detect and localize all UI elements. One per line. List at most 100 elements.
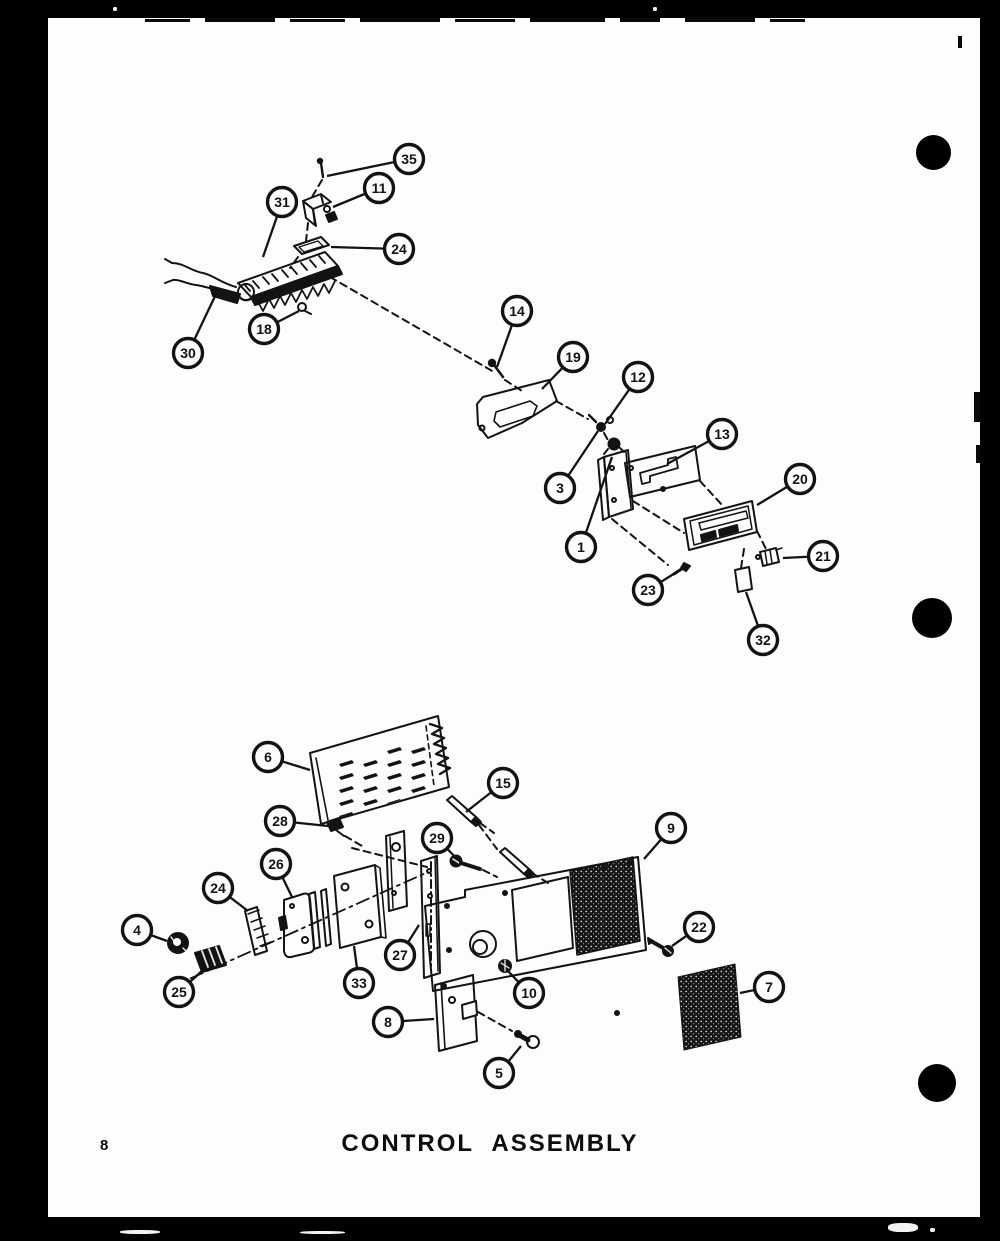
- callout-balloon: [752, 970, 786, 1004]
- callout-14: 14: [495, 294, 534, 368]
- callout-20: 20: [756, 462, 817, 506]
- punch-hole: [916, 135, 951, 170]
- callout-number: 30: [180, 345, 196, 361]
- callout-number: 27: [392, 947, 408, 963]
- callout-balloon: [682, 910, 716, 944]
- callout-19: 19: [541, 340, 590, 390]
- callout-number: 5: [495, 1065, 503, 1081]
- callout-21: 21: [782, 539, 840, 573]
- part-knob-4: [167, 932, 189, 954]
- part-screw-and-washer: [587, 413, 614, 432]
- callout-balloon: [383, 938, 417, 972]
- scan-artifact: [958, 36, 962, 48]
- callout-number: 28: [272, 813, 288, 829]
- callout-24: 24: [201, 871, 249, 912]
- callout-balloon: [654, 811, 688, 845]
- callout-number: 22: [691, 919, 707, 935]
- callout-balloon: [486, 766, 520, 800]
- scan-artifact: [120, 1230, 160, 1234]
- callout-5: 5: [482, 1045, 522, 1090]
- callout-10: 10: [506, 969, 546, 1010]
- part-knurled-nut-25: [194, 945, 227, 973]
- callout-balloon: [120, 913, 154, 947]
- part-nut-10: [498, 959, 512, 973]
- callout-number: 29: [429, 830, 445, 846]
- callout-26: 26: [259, 847, 294, 898]
- callout-23: 23: [631, 569, 681, 607]
- callout-balloon: [371, 1005, 405, 1039]
- callout-3: 3: [543, 430, 599, 505]
- callout-24: 24: [330, 232, 416, 266]
- scan-artifact: [113, 7, 117, 11]
- callout-number: 9: [667, 820, 675, 836]
- callout-number: 35: [401, 151, 417, 167]
- callout-30: 30: [171, 291, 219, 370]
- part-terminal-block: [237, 251, 343, 312]
- callout-1: 1: [564, 456, 614, 564]
- callout-balloon: [482, 1056, 516, 1090]
- callout-11: 11: [332, 171, 396, 209]
- callout-balloon: [259, 847, 293, 881]
- scan-artifact: [300, 1231, 345, 1234]
- callout-18: 18: [247, 309, 300, 346]
- callout-7: 7: [739, 970, 786, 1004]
- callout-balloon: [543, 471, 577, 505]
- callout-22: 22: [671, 910, 716, 947]
- callout-8: 8: [371, 1005, 435, 1039]
- part-bezel-20: [683, 500, 758, 551]
- part-rear-panel-9: [424, 856, 647, 992]
- punch-hole: [918, 1064, 956, 1102]
- part-bolt-5: [514, 1030, 540, 1049]
- callout-balloon: [265, 185, 299, 219]
- callout-balloon: [362, 171, 396, 205]
- callout-6: 6: [251, 740, 311, 774]
- part-wire-harness: [164, 258, 241, 304]
- callout-35: 35: [326, 142, 426, 178]
- part-side-bracket: [385, 830, 408, 912]
- callout-number: 6: [264, 749, 272, 765]
- scan-artifact: [685, 17, 755, 22]
- scan-artifact: [290, 19, 345, 22]
- callout-15: 15: [465, 766, 520, 813]
- callout-balloon: [247, 312, 281, 346]
- callout-number: 20: [792, 471, 808, 487]
- callout-balloon: [556, 340, 590, 374]
- scan-artifact: [530, 18, 605, 22]
- callout-9: 9: [643, 811, 688, 860]
- callout-balloon: [201, 871, 235, 905]
- callout-balloon: [382, 232, 416, 266]
- callout-balloon: [392, 142, 426, 176]
- scan-artifact: [360, 18, 440, 22]
- scan-artifact: [770, 19, 805, 22]
- callout-number: 24: [391, 241, 407, 257]
- callout-number: 3: [556, 480, 564, 496]
- callout-number: 18: [256, 321, 272, 337]
- part-spring-24: [244, 906, 272, 956]
- callout-number: 15: [495, 775, 511, 791]
- part-screw-29: [449, 854, 482, 871]
- part-switch-26: [278, 888, 332, 959]
- part-louver-panel-6: [309, 715, 452, 825]
- assembly-axis-dashes-top: [289, 179, 768, 569]
- scan-artifact: [974, 392, 980, 422]
- part-pin-screw: [316, 157, 325, 179]
- callout-number: 21: [815, 548, 831, 564]
- callout-33: 33: [342, 945, 376, 1000]
- part-bracket-27: [420, 855, 441, 979]
- callout-28: 28: [263, 804, 329, 838]
- part-standoff-pins-15: [446, 795, 535, 879]
- part-clip-28: [326, 817, 345, 837]
- callout-29: 29: [420, 821, 457, 859]
- callout-number: 8: [384, 1014, 392, 1030]
- callout-balloon: [171, 336, 205, 370]
- callout-number: 1: [577, 539, 585, 555]
- callout-balloon: [783, 462, 817, 496]
- callout-number: 14: [509, 303, 525, 319]
- callout-number: 25: [171, 984, 187, 1000]
- callout-balloon: [806, 539, 840, 573]
- stray-mark: [614, 1010, 620, 1016]
- callout-number: 24: [210, 880, 226, 896]
- callout-number: 32: [755, 632, 771, 648]
- scan-artifact: [620, 18, 660, 22]
